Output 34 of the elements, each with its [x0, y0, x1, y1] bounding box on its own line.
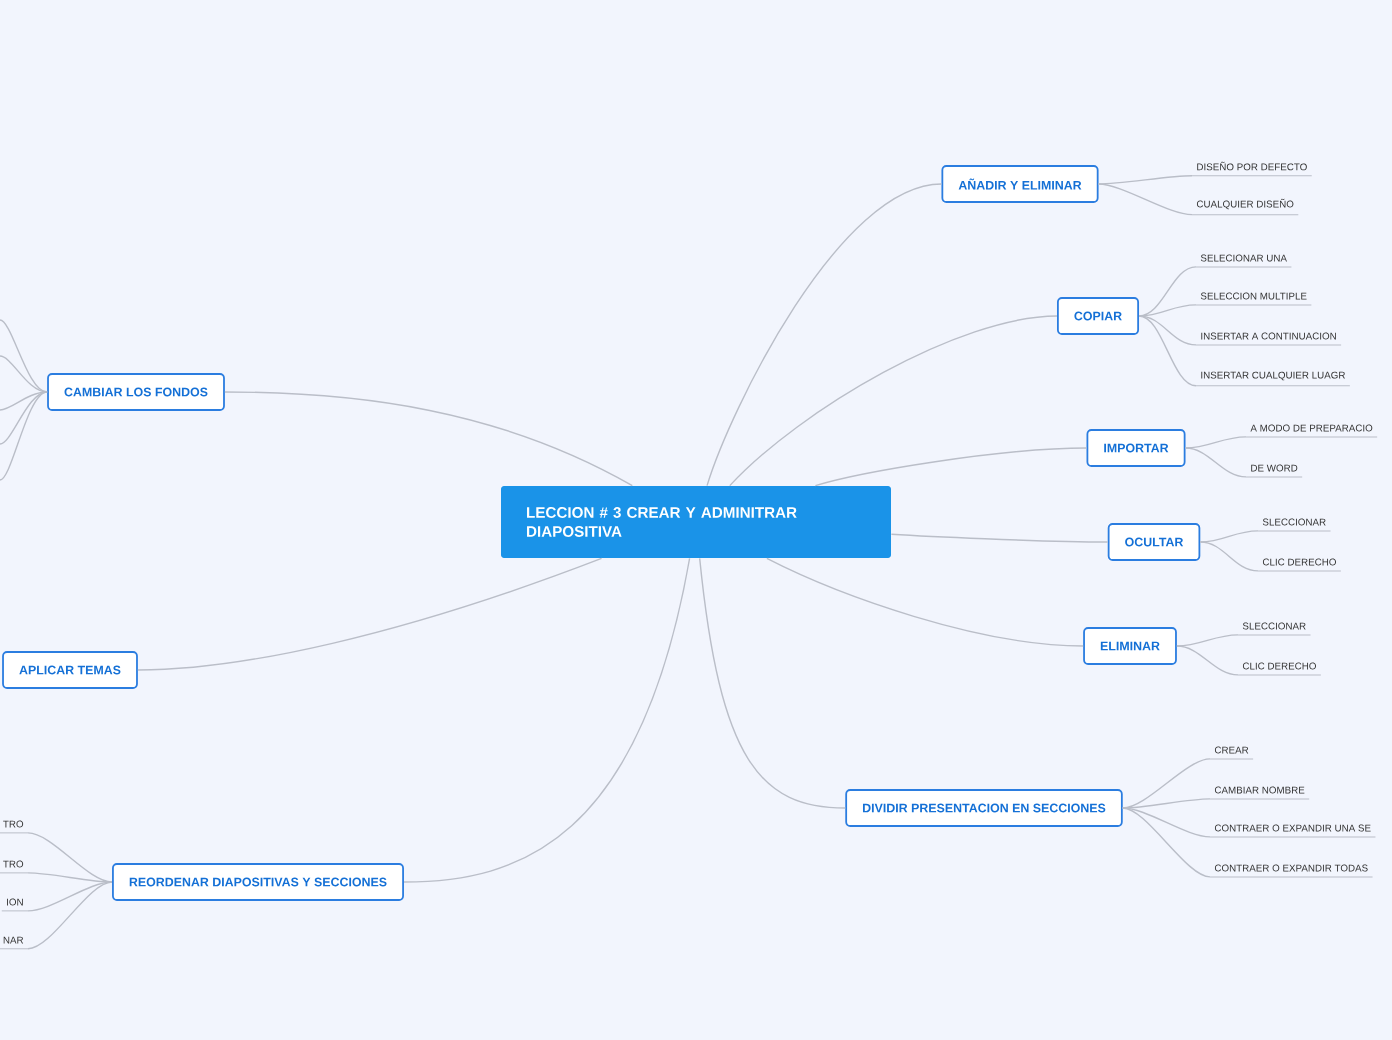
connector: [766, 557, 1084, 647]
connector: [1184, 436, 1247, 449]
connector: [890, 533, 1109, 543]
connector: [0, 391, 48, 481]
connector: [1122, 758, 1211, 809]
connector: [1097, 175, 1193, 185]
connector: [1138, 315, 1197, 387]
connector: [1138, 315, 1197, 346]
connector: [706, 183, 943, 487]
connector: [403, 557, 691, 883]
connector: [1138, 304, 1197, 317]
connector: [1122, 807, 1211, 838]
connector: [698, 557, 846, 809]
connector: [1184, 447, 1247, 478]
connector: [224, 391, 634, 487]
connector: [1199, 541, 1259, 572]
connector: [0, 355, 48, 393]
connector: [1176, 634, 1239, 647]
connector: [137, 557, 603, 671]
connector: [1176, 645, 1239, 676]
connector: [1122, 807, 1211, 878]
connector: [729, 315, 1058, 487]
connector: [0, 391, 48, 411]
connector: [1122, 798, 1211, 809]
connector: [1097, 183, 1193, 216]
connector: [0, 391, 48, 445]
connector: [1138, 266, 1197, 317]
connector: [0, 319, 48, 393]
connector: [27, 872, 113, 883]
connector: [1199, 530, 1259, 543]
connector: [27, 832, 113, 883]
connector: [27, 881, 113, 950]
connector: [27, 881, 113, 912]
connector: [814, 447, 1088, 487]
